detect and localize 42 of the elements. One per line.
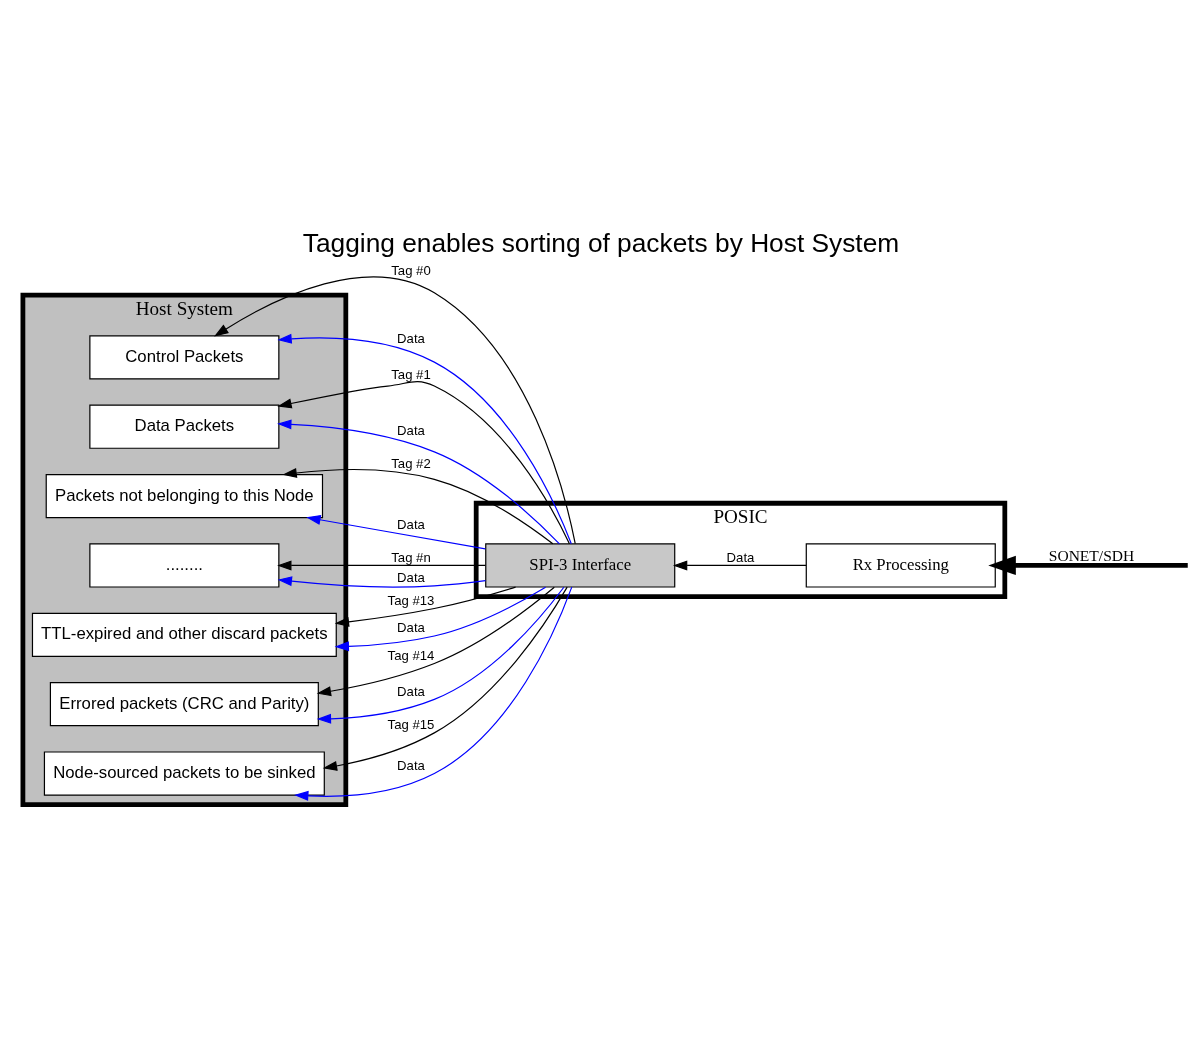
arrow xyxy=(988,555,1188,576)
arrow xyxy=(277,419,561,545)
arrow xyxy=(277,333,572,545)
edge-label: Data xyxy=(397,422,425,438)
node-box: TTL-expired and other discard packets xyxy=(31,612,337,657)
arrow xyxy=(316,586,555,697)
node-box: Packets not belonging to this Node xyxy=(45,473,324,519)
edge-label: Data xyxy=(397,620,425,636)
node-box: Rx Processing xyxy=(805,543,996,588)
edge-label: Tag #2 xyxy=(391,456,431,472)
edge-label: Tag #13 xyxy=(387,592,435,608)
node-box: ........ xyxy=(89,543,280,588)
node-box: SPI-3 Interface xyxy=(485,543,676,588)
edge-label: Data xyxy=(397,330,425,346)
node-box: Data Packets xyxy=(89,404,280,449)
edge-label: Data xyxy=(726,549,755,565)
arrow xyxy=(277,381,571,545)
arrow xyxy=(294,586,573,801)
edge-label: SONET/SDH xyxy=(1048,547,1135,565)
arrow xyxy=(214,276,576,545)
arrow xyxy=(672,560,807,571)
node-box: Errored packets (CRC and Parity) xyxy=(49,682,319,727)
arrow xyxy=(322,586,568,771)
arrow xyxy=(277,560,486,571)
edge-label: Data xyxy=(397,757,425,773)
node-box: Node-sourced packets to be sinked xyxy=(43,751,325,796)
arrow xyxy=(277,576,487,588)
arrow xyxy=(334,586,517,627)
edge-label: Tag #15 xyxy=(387,717,435,733)
diagram-title: Tagging enables sorting of packets by Host System xyxy=(302,227,900,258)
edge-label: Data xyxy=(397,683,425,699)
arrow xyxy=(282,467,554,545)
edge-label: Tag #0 xyxy=(391,262,431,278)
edge-label: Data xyxy=(397,517,425,533)
arrow xyxy=(306,514,486,550)
node-box: Control Packets xyxy=(89,335,280,380)
arrow xyxy=(334,586,547,652)
edge-label: Tag #1 xyxy=(391,366,431,382)
arrow xyxy=(316,586,565,724)
edge-label: Data xyxy=(397,569,425,585)
edge-label: Tag #n xyxy=(391,549,431,565)
edge-label: Tag #14 xyxy=(387,647,435,663)
